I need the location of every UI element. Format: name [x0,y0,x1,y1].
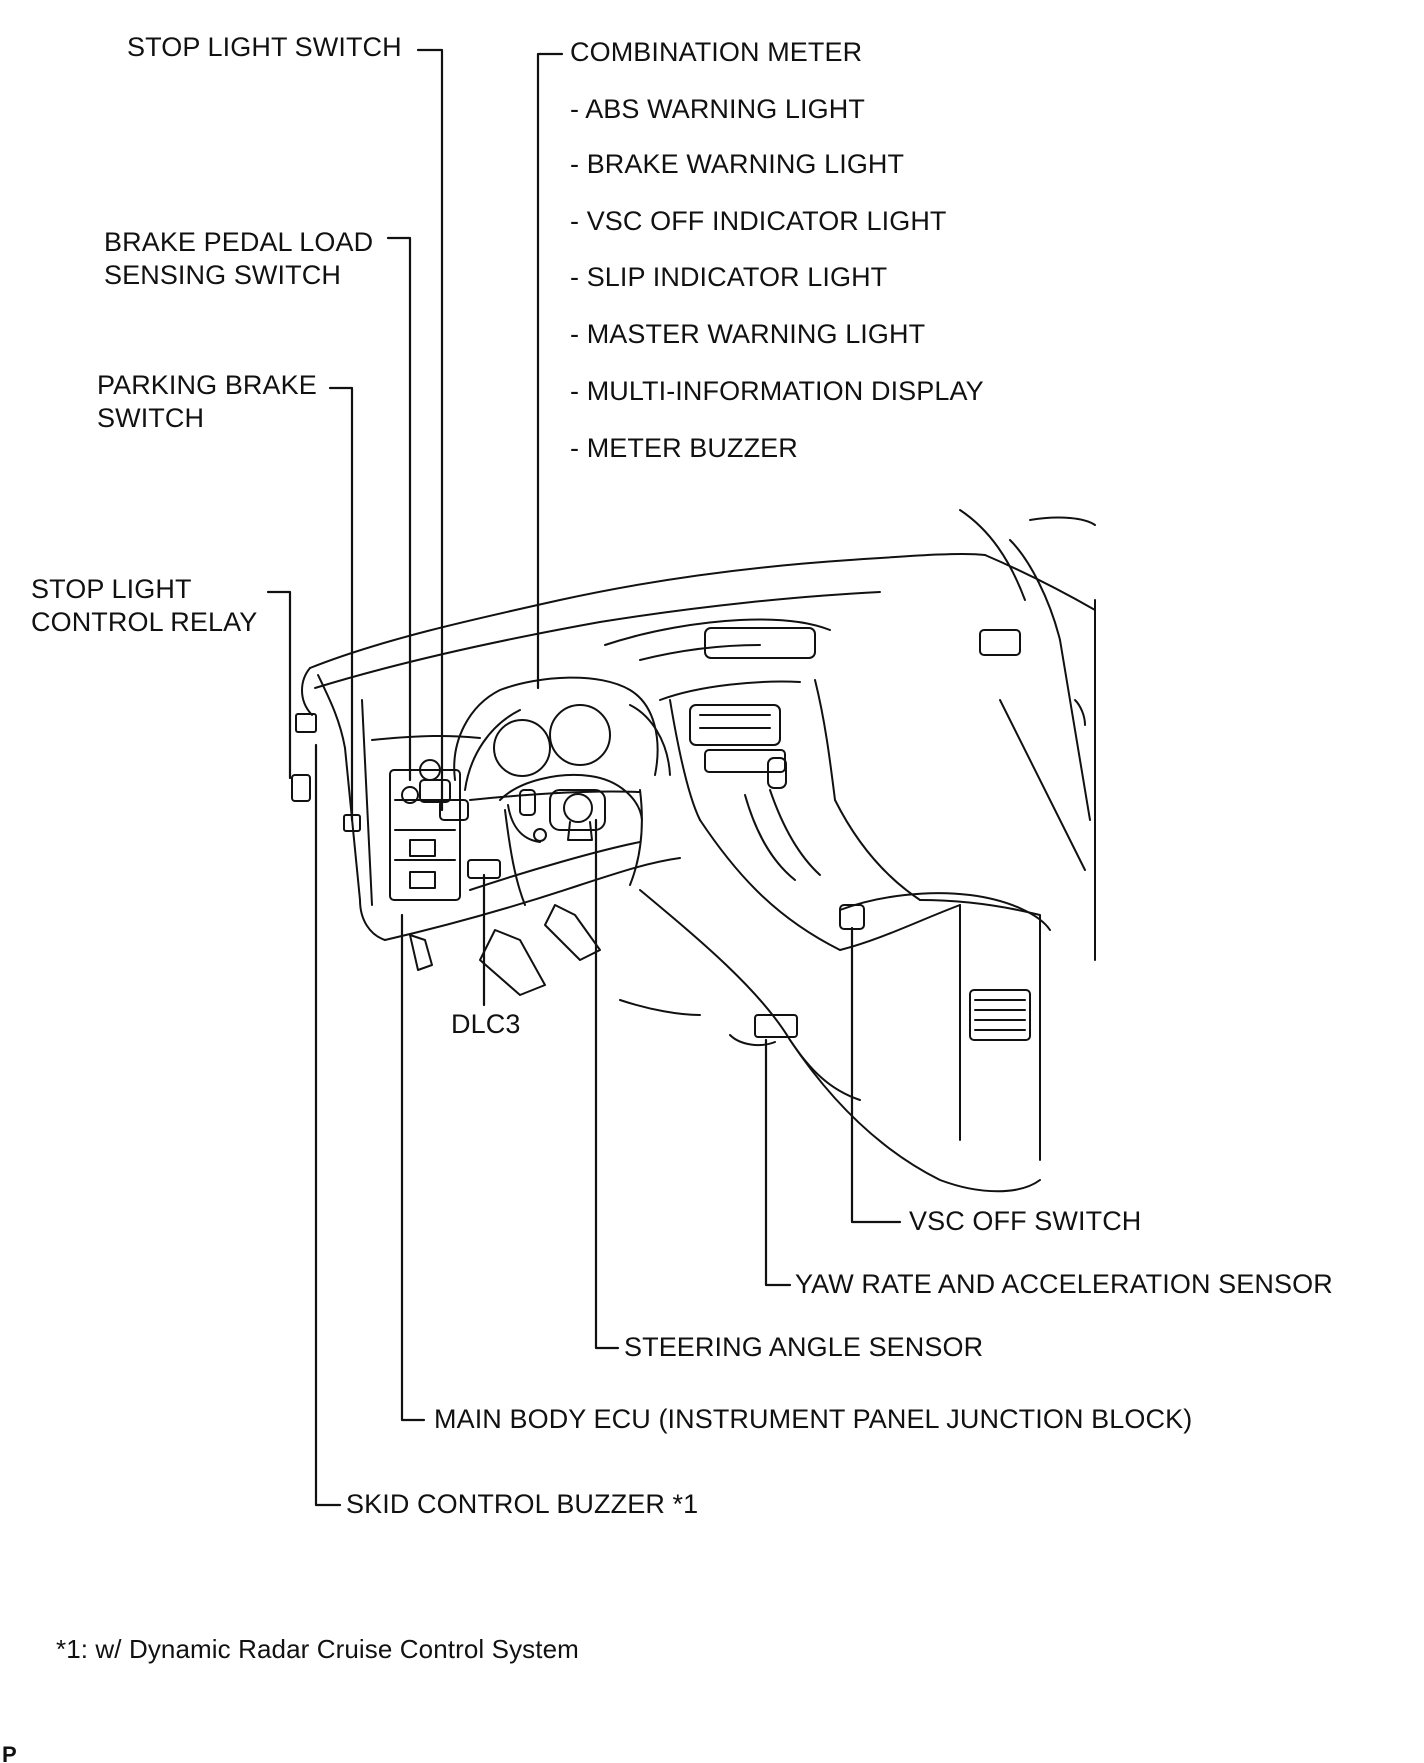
meter-item-master: - MASTER WARNING LIGHT [570,319,926,349]
combination-meter-drawing [453,676,671,906]
leader-vsc-off-switch [850,926,902,1224]
label-dlc3: DLC3 [451,1009,521,1039]
label-steering-angle-sensor: STEERING ANGLE SENSOR [624,1332,984,1362]
leader-stop-light-switch [416,48,444,812]
leader-stop-light-control-relay [266,590,292,780]
meter-item-slip: - SLIP INDICATOR LIGHT [570,262,888,292]
meter-item-vsc-off: - VSC OFF INDICATOR LIGHT [570,206,947,236]
leader-yaw-rate-sensor [764,1038,792,1287]
label-yaw-rate-sensor: YAW RATE AND ACCELERATION SENSOR [795,1269,1333,1299]
meter-item-abs: - ABS WARNING LIGHT [570,94,865,124]
meter-item-brake: - BRAKE WARNING LIGHT [570,149,905,179]
label-stop-light-switch: STOP LIGHT SWITCH [127,32,402,62]
label-skid-control-buzzer: SKID CONTROL BUZZER *1 [346,1489,699,1519]
leader-combination-meter [536,52,564,690]
label-stop-light-control-relay: STOP LIGHT CONTROL RELAY [31,574,258,637]
leader-steering-angle-sensor [594,818,620,1350]
leader-main-body-ecu [400,913,426,1422]
dashboard-outline [291,509,1096,961]
meter-item-buzzer: - METER BUZZER [570,433,798,463]
meter-item-multi-info: - MULTI-INFORMATION DISPLAY [570,376,984,406]
label-main-body-ecu: MAIN BODY ECU (INSTRUMENT PANEL JUNCTION… [434,1404,1193,1434]
label-parking-brake-switch: PARKING BRAKE SWITCH [97,370,317,433]
leader-brake-pedal-load-sensing-switch [386,236,412,782]
center-console-drawing [409,629,1091,1193]
footnote: *1: w/ Dynamic Radar Cruise Control Syst… [56,1634,579,1664]
corner-mark: P [2,1742,17,1763]
label-brake-pedal-load-sensing-switch: BRAKE PEDAL LOAD SENSING SWITCH [104,227,374,290]
label-vsc-off-switch: VSC OFF SWITCH [909,1206,1142,1236]
leader-parking-brake-switch [328,386,354,822]
leader-skid-control-buzzer [314,743,342,1507]
leader-lines [266,48,902,1507]
label-combination-meter: COMBINATION METER [570,37,863,67]
